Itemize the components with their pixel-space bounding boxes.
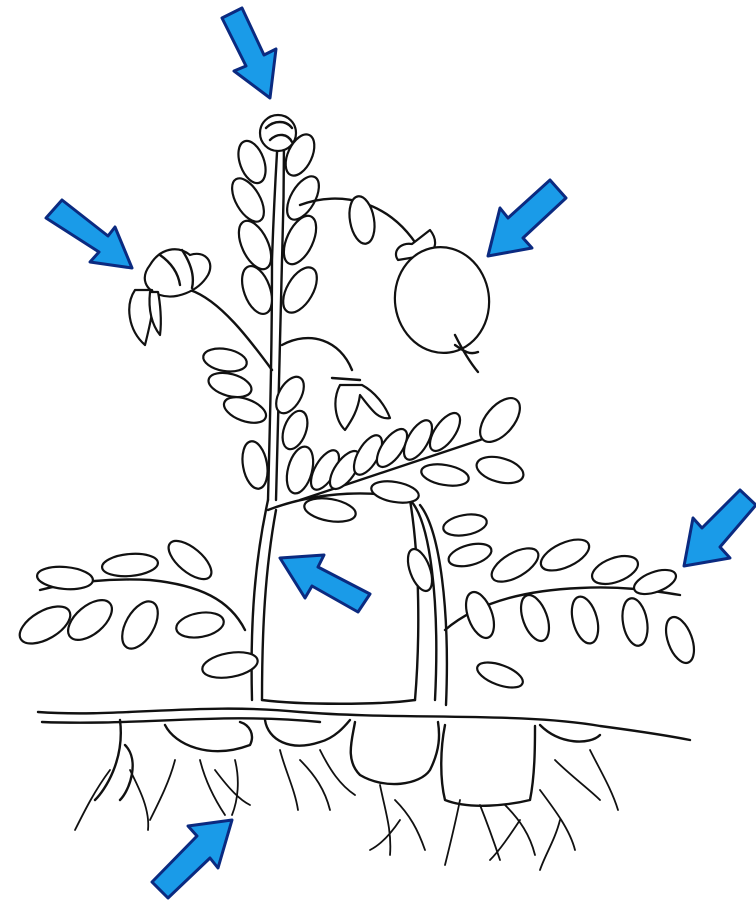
arrow-to-fruit	[488, 180, 566, 256]
arrow-to-apical-bud	[222, 8, 276, 98]
arrow-to-roots	[152, 820, 232, 898]
fruit-pod	[300, 194, 496, 372]
arrow-to-stem	[280, 555, 370, 612]
apical-bud	[260, 115, 296, 151]
soil-line	[38, 709, 690, 740]
root-system	[75, 720, 618, 870]
arrow-to-compound-leaf	[684, 490, 756, 566]
arrow-to-flower	[46, 200, 132, 268]
